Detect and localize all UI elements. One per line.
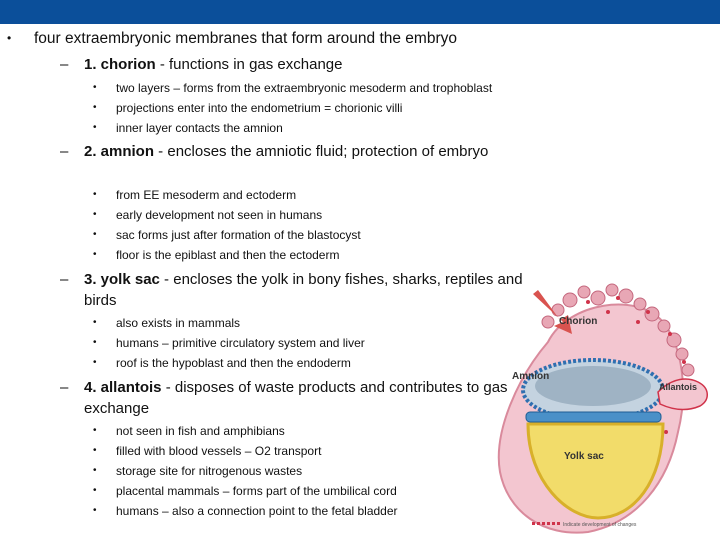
chorion-label: Chorion [559,316,597,327]
list-item: inner layer contacts the amnion [93,118,492,138]
extraembryonic-membranes-diagram: Chorion Amnion Allantois Yolk sac Indica… [497,283,708,534]
section-heading: 1. chorion [84,56,156,73]
section-heading: 4. allantois [84,379,162,396]
list-item: projections enter into the endometrium =… [93,98,492,118]
dash: – [60,271,69,288]
yolk-sac-label: Yolk sac [564,451,604,462]
list-item: humans – also a connection point to the … [93,501,398,521]
section-amnion-list: from EE mesoderm and ectoderm early deve… [93,185,361,265]
allantois-label: Allantois [659,382,697,392]
intro-bullet: • [7,31,12,45]
chorionic-villi [541,283,699,393]
list-item: humans – primitive circulatory system an… [93,333,365,353]
list-item: filled with blood vessels – O2 transport [93,441,398,461]
embryonic-disc [525,411,662,423]
chorion-pointer-arrow [533,290,572,334]
section-yolk-sac-list: also exists in mammals humans – primitiv… [93,313,365,373]
dash: – [60,379,69,396]
section-allantois-title: – 4. allantois - disposes of waste produ… [60,377,530,419]
section-description: - disposes of waste products and contrib… [84,379,508,417]
amniotic-fluid [535,366,651,406]
blood-vessels [586,296,686,434]
intro-text: four extraembryonic membranes that form … [34,30,457,47]
list-item: floor is the epiblast and then the ectod… [93,245,361,265]
section-description: - encloses the yolk in bony fishes, shar… [84,271,523,309]
dash: – [60,143,69,160]
legend: Indicate development of changes [532,522,637,528]
section-allantois-list: not seen in fish and amphibians filled w… [93,421,398,521]
section-description: - functions in gas exchange [155,56,343,73]
section-yolk-sac-title: – 3. yolk sac - encloses the yolk in bon… [60,269,540,311]
allantois [657,378,708,411]
section-heading: 2. amnion [84,143,155,160]
section-chorion-title: – 1. chorion - functions in gas exchange [60,54,480,75]
amnion-label: Amnion [512,371,549,382]
list-item: early development not seen in humans [93,205,361,225]
section-description: - encloses the amniotic fluid; protectio… [154,143,489,160]
dash: – [60,56,69,73]
section-chorion-list: two layers – forms from the extraembryon… [93,78,492,138]
header-bar [0,0,720,24]
list-item: storage site for nitrogenous wastes [93,461,398,481]
list-item: two layers – forms from the extraembryon… [93,78,492,98]
list-item: also exists in mammals [93,313,365,333]
legend-text: Indicate development of changes [563,522,637,528]
yolk-sac [526,422,665,520]
list-item: placental mammals – forms part of the um… [93,481,398,501]
list-item: sac forms just after formation of the bl… [93,225,361,245]
section-amnion-title: – 2. amnion - encloses the amniotic flui… [60,141,510,162]
list-item: from EE mesoderm and ectoderm [93,185,361,205]
section-heading: 3. yolk sac [84,271,160,288]
list-item: not seen in fish and amphibians [93,421,398,441]
list-item: roof is the hypoblast and then the endod… [93,353,365,373]
